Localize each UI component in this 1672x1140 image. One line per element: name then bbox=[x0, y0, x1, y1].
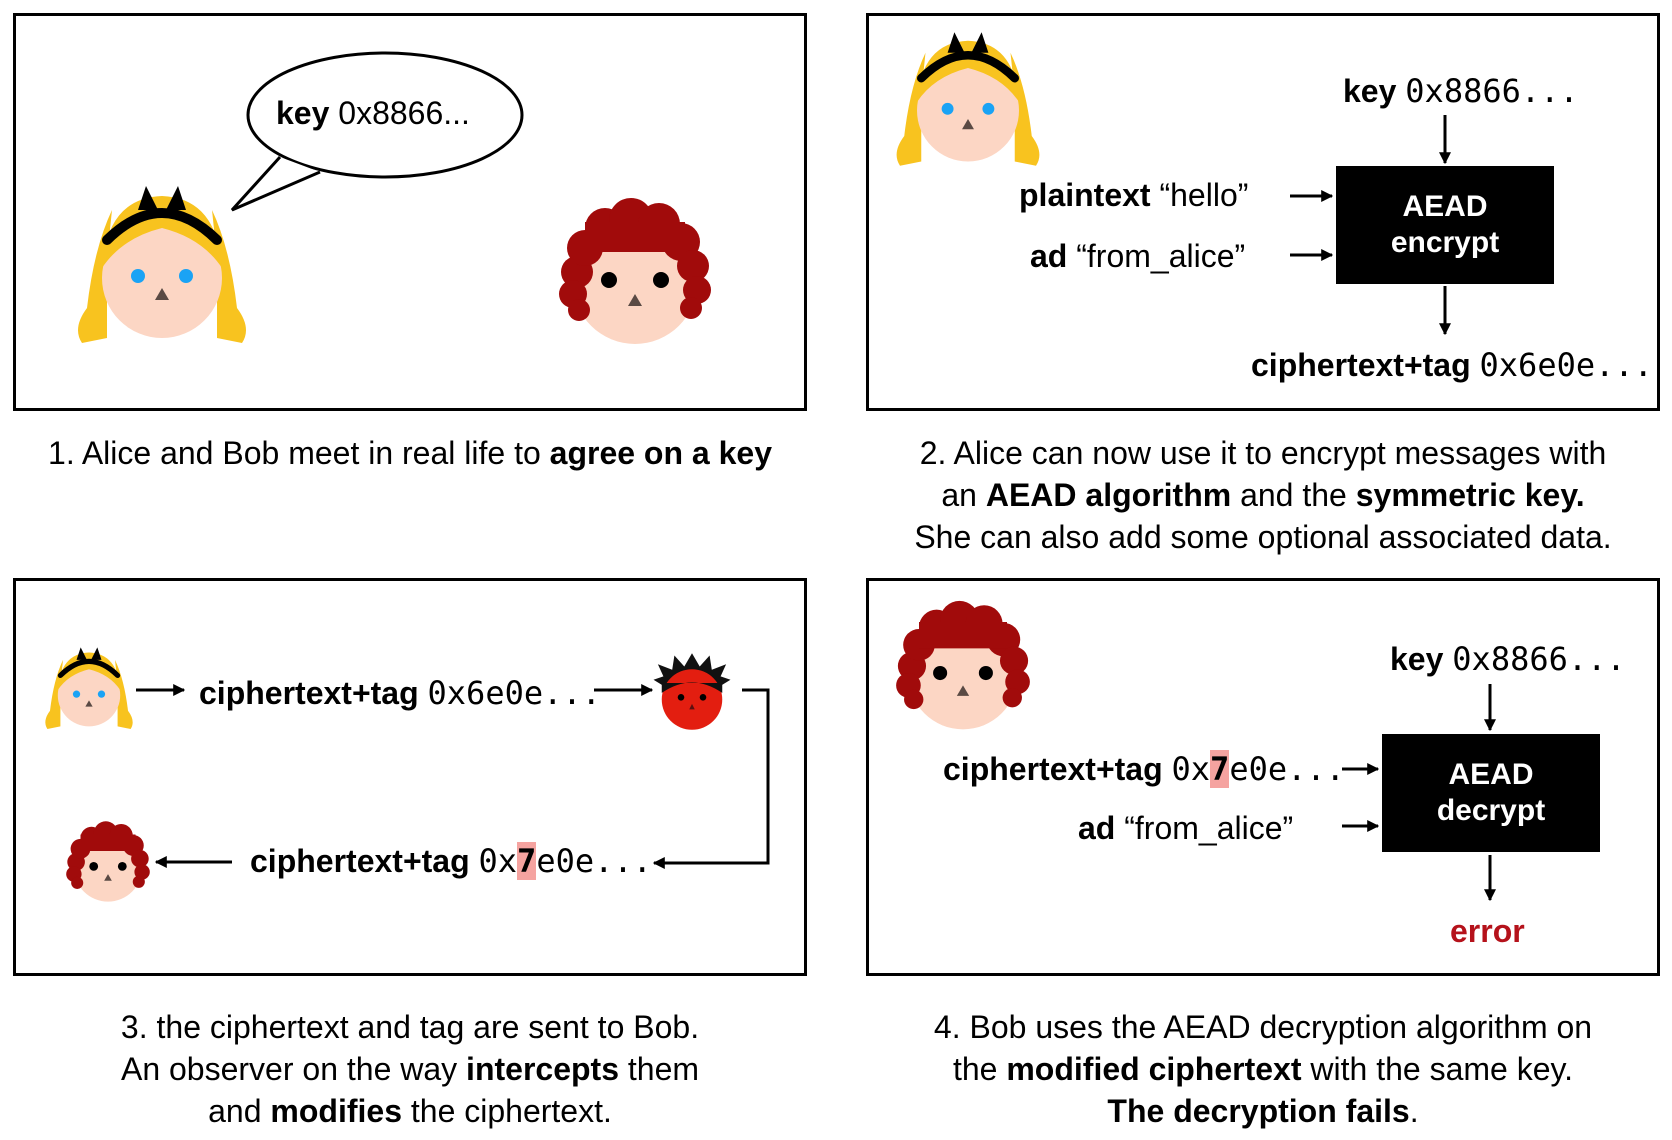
caption-step-4: 4. Bob uses the AEAD decryption algorith… bbox=[866, 1006, 1660, 1132]
caption-4-line1: 4. Bob uses the AEAD decryption algorith… bbox=[933, 1009, 1593, 1045]
plaintext-value: “hello” bbox=[1159, 177, 1249, 213]
sent-ciphertext: ciphertext+tag 0x6e0e... bbox=[199, 674, 601, 712]
caption-3-l2a: An observer on the way bbox=[120, 1051, 467, 1087]
caption-3-l3a: and bbox=[208, 1093, 271, 1129]
decrypt-prefix: 0x bbox=[1171, 750, 1211, 788]
decrypt-changed-digit: 7 bbox=[1210, 750, 1230, 788]
modified-changed-digit: 7 bbox=[517, 842, 537, 880]
caption-2-l2c: and the bbox=[1231, 477, 1356, 513]
caption-1-strong: agree on a key bbox=[549, 435, 772, 471]
encrypt-key-value: 0x8866... bbox=[1405, 72, 1579, 110]
decrypt-ad-input: ad “from_alice” bbox=[1078, 810, 1293, 847]
caption-2-l2b: AEAD algorithm bbox=[985, 477, 1232, 513]
encrypt-key-label: key bbox=[1343, 73, 1397, 109]
encrypt-key-input: key 0x8866... bbox=[1343, 72, 1579, 110]
plaintext-input: plaintext “hello” bbox=[1019, 177, 1248, 214]
decrypt-ciphertext-label: ciphertext+tag bbox=[943, 751, 1163, 787]
panel-interception bbox=[13, 578, 807, 976]
modified-ciphertext: ciphertext+tag 0x7e0e... bbox=[250, 842, 652, 880]
decrypt-ad-value: “from_alice” bbox=[1124, 810, 1294, 846]
caption-step-2: 2. Alice can now use it to encrypt messa… bbox=[866, 432, 1660, 558]
caption-3-l3c: the ciphertext. bbox=[401, 1093, 612, 1129]
decrypt-box-line1: AEAD bbox=[1448, 758, 1534, 791]
bubble-key-text: key 0x8866... bbox=[276, 95, 470, 132]
caption-2-line1: 2. Alice can now use it to encrypt messa… bbox=[919, 435, 1607, 471]
encrypt-ad-label: ad bbox=[1030, 238, 1068, 274]
encrypt-box-line1: AEAD bbox=[1402, 190, 1488, 223]
modified-suffix: e0e... bbox=[536, 842, 652, 880]
encrypt-ad-input: ad “from_alice” bbox=[1030, 238, 1245, 275]
modified-ciphertext-label: ciphertext+tag bbox=[250, 843, 470, 879]
encrypt-output-label: ciphertext+tag bbox=[1251, 347, 1471, 383]
decrypt-ad-label: ad bbox=[1078, 810, 1116, 846]
caption-2-line3: She can also add some optional associate… bbox=[914, 519, 1612, 555]
aead-decrypt-box: AEAD decrypt bbox=[1382, 734, 1600, 852]
decrypt-key-value: 0x8866... bbox=[1452, 640, 1626, 678]
caption-4-l2b: modified ciphertext bbox=[1006, 1051, 1302, 1087]
caption-2-l2a: an bbox=[941, 477, 986, 513]
decrypt-ciphertext-input: ciphertext+tag 0x7e0e... bbox=[943, 750, 1345, 788]
caption-4-l3b: . bbox=[1409, 1093, 1419, 1129]
aead-encrypt-box: AEAD encrypt bbox=[1336, 166, 1554, 284]
encrypt-output-value: 0x6e0e... bbox=[1479, 346, 1653, 384]
decrypt-error: error bbox=[1450, 913, 1525, 949]
caption-3-l3b: modifies bbox=[270, 1093, 402, 1129]
plaintext-label: plaintext bbox=[1019, 177, 1151, 213]
decrypt-key-label: key bbox=[1390, 641, 1444, 677]
caption-step-1: 1. Alice and Bob meet in real life to ag… bbox=[13, 432, 807, 474]
decrypt-box-line2: decrypt bbox=[1436, 794, 1546, 827]
encrypt-ad-value: “from_alice” bbox=[1076, 238, 1246, 274]
bubble-key-value: 0x8866... bbox=[338, 95, 470, 131]
decrypt-suffix: e0e... bbox=[1229, 750, 1345, 788]
caption-4-l3a: The decryption fails bbox=[1107, 1093, 1410, 1129]
caption-4-l2c: with the same key. bbox=[1301, 1051, 1574, 1087]
caption-3-l2c: them bbox=[618, 1051, 700, 1087]
sent-ciphertext-value: 0x6e0e... bbox=[427, 674, 601, 712]
caption-2-l2d: symmetric key. bbox=[1355, 477, 1585, 513]
caption-4-l2a: the bbox=[952, 1051, 1007, 1087]
encrypt-output: ciphertext+tag 0x6e0e... bbox=[1251, 346, 1653, 384]
encrypt-box-line2: encrypt bbox=[1390, 226, 1500, 259]
caption-step-3: 3. the ciphertext and tag are sent to Bo… bbox=[13, 1006, 807, 1132]
caption-3-l2b: intercepts bbox=[466, 1051, 619, 1087]
caption-3-line1: 3. the ciphertext and tag are sent to Bo… bbox=[120, 1009, 700, 1045]
sent-ciphertext-label: ciphertext+tag bbox=[199, 675, 419, 711]
decrypt-key-input: key 0x8866... bbox=[1390, 640, 1626, 678]
bubble-key-label: key bbox=[276, 95, 330, 131]
caption-1-lead: 1. Alice and Bob meet in real life to bbox=[48, 435, 550, 471]
modified-prefix: 0x bbox=[478, 842, 518, 880]
